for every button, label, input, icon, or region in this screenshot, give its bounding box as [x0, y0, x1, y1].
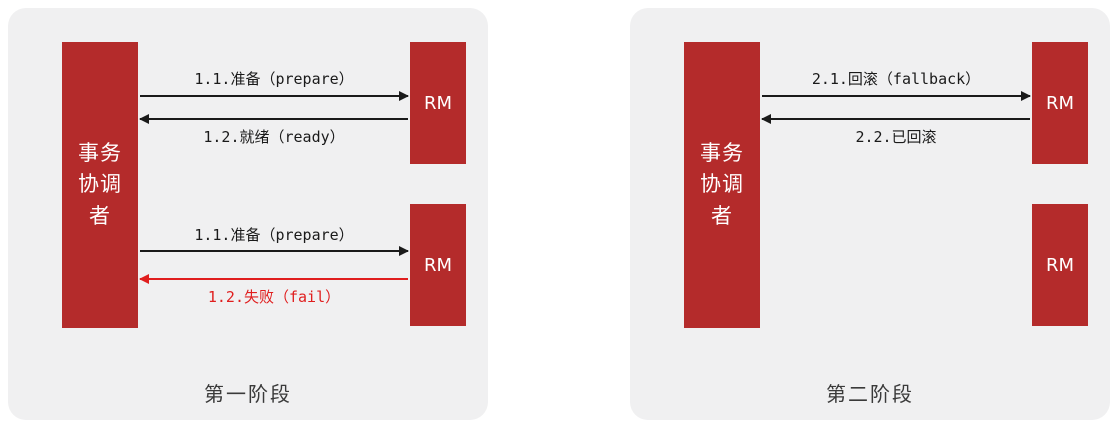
phase-one-panel: 事务 协调 者 RM RM 1.1.准备（prepare） 1.2.就绪（rea…: [8, 8, 488, 420]
arrow-right-icon: [140, 246, 409, 256]
message-label-ready: 1.2.就绪（ready）: [203, 128, 345, 146]
coordinator-label: 事务 协调 者: [78, 140, 122, 228]
message-label-rolled-back: 2.2.已回滚: [855, 128, 937, 146]
message-label-prepare: 1.1.准备（prepare）: [194, 70, 354, 88]
rm-label: RM: [423, 254, 453, 276]
coordinator-label: 事务 协调 者: [700, 140, 744, 228]
rm-box-bottom: RM: [410, 204, 466, 326]
arrow-right-icon: [140, 91, 409, 101]
rm-label: RM: [1045, 254, 1075, 276]
arrow-left-fail-icon: [139, 274, 408, 284]
rm-box-bottom: RM: [1032, 204, 1088, 326]
panel-caption: 第一阶段: [204, 382, 292, 406]
rm-label: RM: [1045, 92, 1075, 114]
message-label-fail: 1.2.失败（fail）: [207, 288, 341, 306]
arrow-right-icon: [762, 91, 1031, 101]
rm-label: RM: [423, 92, 453, 114]
coordinator-box: 事务 协调 者: [62, 42, 138, 328]
rm-box-top: RM: [1032, 42, 1088, 164]
coordinator-box: 事务 协调 者: [684, 42, 760, 328]
panel-caption: 第二阶段: [826, 382, 914, 406]
rm-box-top: RM: [410, 42, 466, 164]
arrow-left-icon: [139, 114, 408, 124]
phase-two-panel: 事务 协调 者 RM RM 2.1.回滚（fallback） 2.2.已回滚 第…: [630, 8, 1110, 420]
arrow-left-icon: [761, 114, 1030, 124]
message-label-fallback: 2.1.回滚（fallback）: [811, 70, 981, 88]
message-label-prepare: 1.1.准备（prepare）: [194, 226, 354, 244]
